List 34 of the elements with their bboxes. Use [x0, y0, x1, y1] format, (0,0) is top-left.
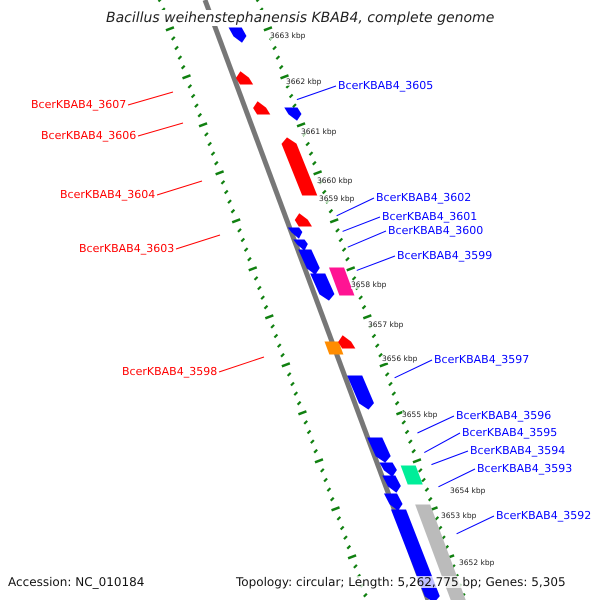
gene-label: BcerKBAB4_3605 [338, 80, 434, 91]
leader-line [138, 122, 184, 136]
leader-line [128, 92, 174, 106]
leader-line [176, 234, 220, 250]
gene-label: BcerKBAB4_3603 [79, 243, 174, 254]
leader-line [424, 432, 460, 454]
leader-line [342, 216, 380, 232]
gene-label: BcerKBAB4_3599 [397, 250, 492, 261]
gene-label: BcerKBAB4_3597 [434, 354, 530, 365]
gene-label: BcerKBAB4_3592 [496, 510, 592, 521]
leader-line [218, 356, 264, 372]
leader-line [356, 256, 396, 271]
leader-line [416, 416, 454, 434]
leader-line [438, 468, 476, 488]
gene-label: BcerKBAB4_3602 [376, 192, 472, 203]
gene-label: BcerKBAB4_3600 [388, 225, 484, 236]
gene-label: BcerKBAB4_3593 [477, 463, 572, 474]
leader-line [456, 516, 494, 534]
leader-line [394, 360, 432, 378]
gene-label: BcerKBAB4_3598 [122, 366, 218, 377]
gene-label: BcerKBAB4_3604 [60, 189, 156, 200]
gene-label: BcerKBAB4_3594 [470, 445, 566, 456]
gene-label: BcerKBAB4_3607 [31, 99, 126, 110]
genome-summary-text: Topology: circular; Length: 5,262,775 bp; Genes: 5,305 [236, 576, 566, 588]
gene-label: BcerKBAB4_3595 [462, 427, 558, 438]
gene-label: BcerKBAB4_3606 [41, 130, 136, 141]
leader-line [347, 230, 386, 248]
leader-line [430, 450, 468, 466]
gene-label: BcerKBAB4_3596 [456, 410, 552, 421]
accession-text: Accession: NC_010184 [8, 576, 144, 588]
leader-line [296, 86, 336, 100]
gene-label: BcerKBAB4_3601 [382, 211, 478, 222]
leader-line [336, 198, 374, 216]
leader-line [156, 180, 202, 196]
